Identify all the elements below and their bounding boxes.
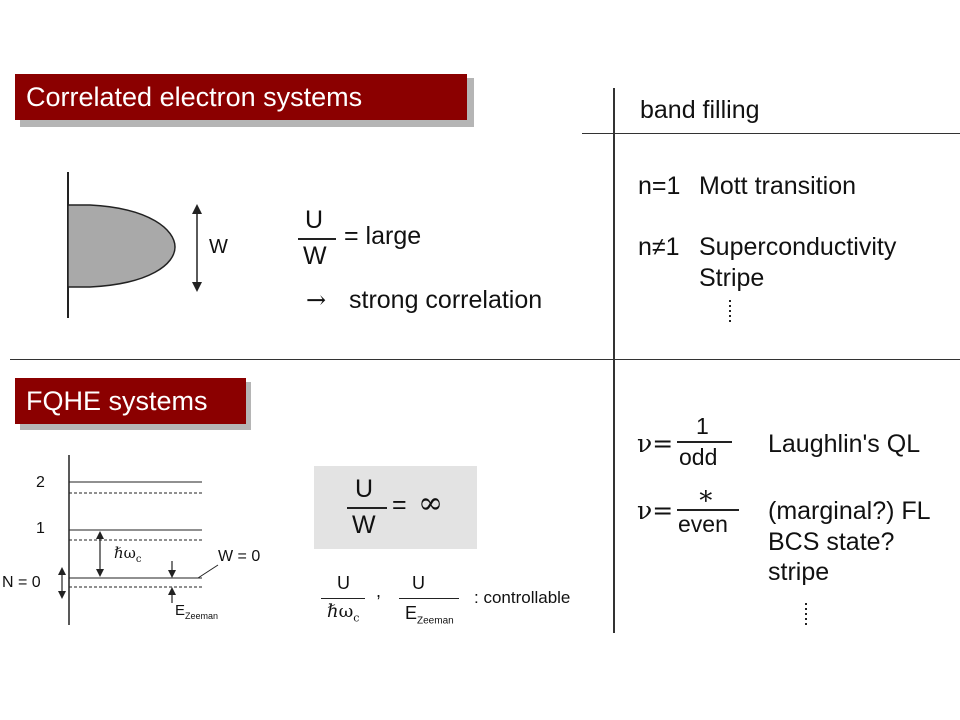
- banner-fqhe: FQHE systems: [15, 378, 246, 424]
- nu1-denominator: odd: [679, 444, 718, 470]
- landau-level-diagram: [58, 455, 219, 625]
- ellipsis-vertical-top: [728, 300, 732, 325]
- level-1-label: 1: [36, 520, 45, 537]
- nu2-lhs: ν=: [637, 496, 674, 525]
- ellipsis-vertical-bottom: [804, 603, 808, 628]
- infinity-ratio-box: [314, 466, 477, 549]
- bcs-state-text: BCS state?: [768, 528, 895, 556]
- nu2-bar: [677, 509, 739, 511]
- header-underline: [582, 133, 960, 134]
- boxed-ratio-denominator: W: [352, 511, 376, 539]
- frac1-bar: [321, 598, 365, 599]
- frac1-denominator: ℏωc: [327, 601, 360, 625]
- nu2-denominator: even: [678, 511, 728, 537]
- cyclotron-arrow-head-bottom: [96, 569, 104, 577]
- vertical-divider: [613, 88, 615, 633]
- frac2-bar: [399, 598, 459, 599]
- nu1-lhs: ν=: [637, 429, 674, 458]
- w-zero-pointer-line: [197, 564, 219, 579]
- ratio-bar: [298, 238, 336, 240]
- n0-arrow-head-top: [58, 567, 66, 575]
- mott-transition-text: Mott transition: [699, 172, 857, 200]
- strong-correlation-text: strong correlation: [349, 286, 543, 314]
- w-label: W: [209, 236, 228, 258]
- ratio-equals-large: = large: [344, 222, 422, 250]
- boxed-ratio-numerator: U: [355, 475, 374, 503]
- stripe-bottom-text: stripe: [768, 558, 830, 586]
- laughlin-text: Laughlin's QL: [768, 430, 921, 458]
- boxed-ratio-bar: [347, 507, 387, 509]
- ratio-numerator: U: [305, 206, 324, 234]
- level-2-label: 2: [36, 474, 45, 491]
- zeeman-arrow-bottom-head: [168, 587, 176, 595]
- boxed-equals: =: [392, 491, 407, 519]
- frac-comma: ,: [376, 581, 382, 601]
- ratio-denominator: W: [303, 242, 327, 270]
- marginal-fl-text: (marginal?) FL: [768, 497, 931, 525]
- stripe-text: Stripe: [699, 264, 765, 292]
- band-filling-header: band filling: [640, 96, 760, 124]
- controllable-note: : controllable: [474, 588, 571, 607]
- band-diagram: [67, 172, 202, 318]
- nu1-numerator: 1: [696, 413, 709, 439]
- frac2-denominator: EZeeman: [405, 603, 454, 627]
- e-zeeman-label: EZeeman: [175, 602, 219, 621]
- bandwidth-arrow-head-bottom: [192, 282, 202, 292]
- w-zero-label: W = 0: [218, 548, 261, 565]
- n0-arrow-head-bottom: [58, 591, 66, 599]
- row-n1-label: n=1: [638, 172, 681, 200]
- frac1-numerator: U: [337, 573, 350, 593]
- horizontal-divider: [10, 359, 960, 360]
- hbar-omega-label: ℏωc: [114, 544, 142, 565]
- zeeman-arrow-top-head: [168, 570, 176, 578]
- frac2-numerator: U: [412, 573, 425, 593]
- band-shape: [67, 204, 176, 288]
- row-n-neq-1-label: n≠1: [638, 233, 680, 261]
- bandwidth-arrow-head-top: [192, 204, 202, 214]
- level-0-label: N = 0: [2, 574, 41, 591]
- nu2-numerator: ∗: [697, 481, 715, 511]
- arrow-icon: →: [306, 286, 327, 314]
- superconductivity-text: Superconductivity: [699, 233, 897, 261]
- infinity-symbol: ∞: [418, 486, 443, 521]
- nu1-bar: [677, 441, 732, 443]
- banner-correlated: Correlated electron systems: [15, 74, 467, 120]
- cyclotron-arrow-head-top: [96, 531, 104, 539]
